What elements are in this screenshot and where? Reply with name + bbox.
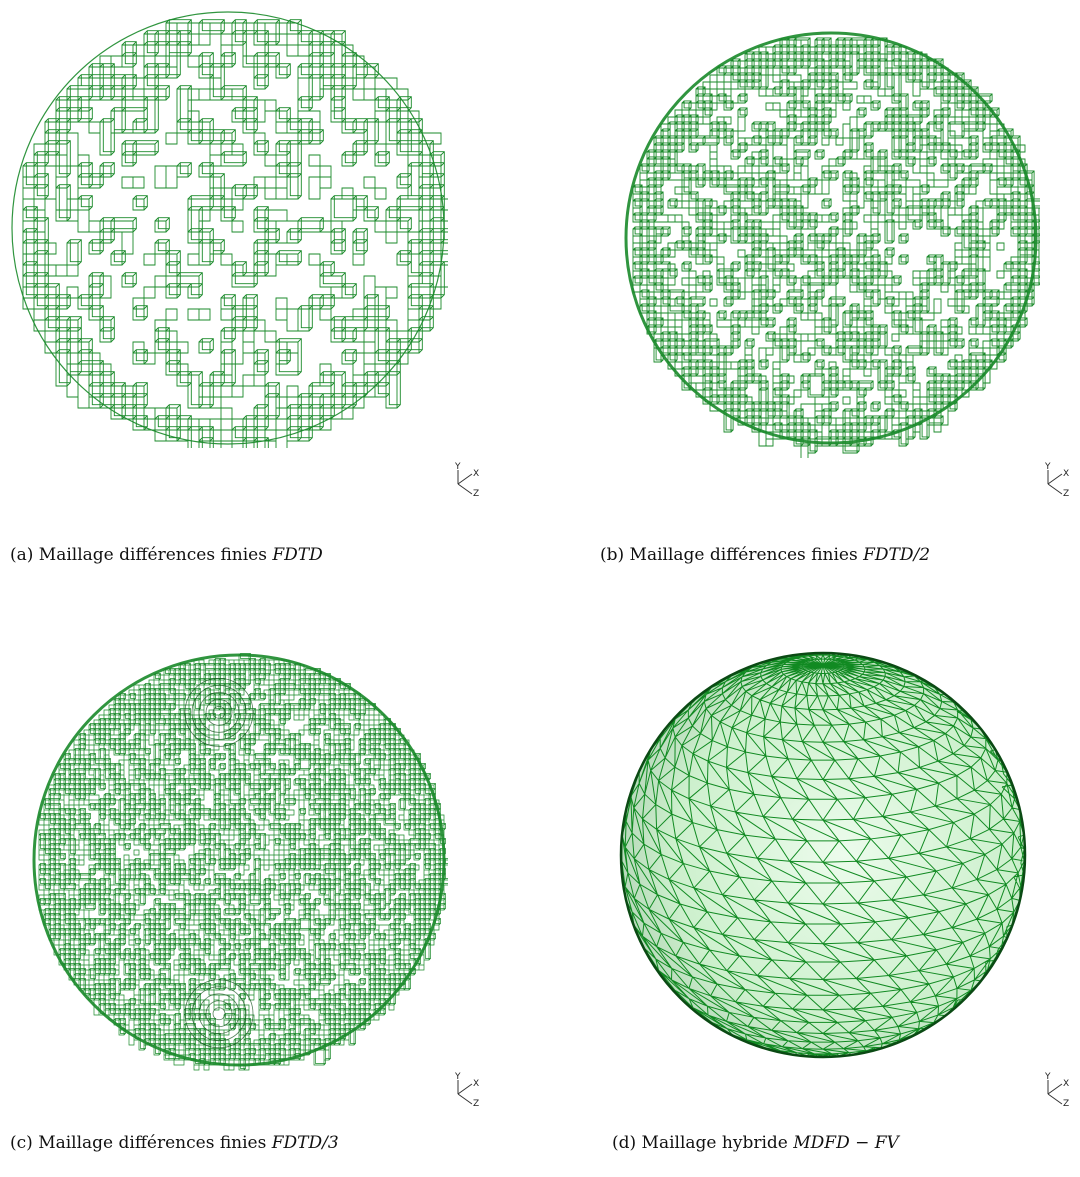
triad-label-z: Z bbox=[473, 1099, 479, 1108]
triad-axis-x bbox=[1047, 1083, 1063, 1095]
mesh-sphere-d bbox=[619, 651, 1027, 1059]
caption-c: (c) Maillage différences finies FDTD/3 bbox=[10, 1133, 339, 1153]
triad-axis-z bbox=[1047, 1093, 1063, 1105]
triangle-wireframe bbox=[621, 652, 1025, 1058]
axis-triad-c: Y X Z bbox=[454, 1072, 479, 1108]
mesh-sphere-b bbox=[624, 31, 1040, 458]
pole-ring bbox=[212, 1007, 226, 1021]
triad-label-y: Y bbox=[1044, 462, 1051, 472]
axis-triad-a: Y X Z bbox=[454, 462, 479, 498]
triad-label-y: Y bbox=[454, 1072, 461, 1082]
voxel-wireframe bbox=[38, 653, 448, 1071]
caption-b-math: FDTD/2 bbox=[863, 545, 931, 565]
axis-triad-b: Y X Z bbox=[1044, 462, 1069, 498]
pole-ring bbox=[205, 699, 233, 726]
caption-b: (b) Maillage différences finies FDTD/2 bbox=[600, 545, 931, 565]
triad-axis-x bbox=[457, 473, 473, 485]
triad-label-x: X bbox=[1063, 1079, 1069, 1089]
triad-axis-z bbox=[457, 483, 473, 495]
caption-d-math: MDFD − FV bbox=[793, 1133, 899, 1153]
pole-ring bbox=[191, 986, 247, 1042]
pole-ring bbox=[191, 685, 247, 740]
triad-axis-z bbox=[1047, 483, 1063, 495]
voxel-wireframe bbox=[22, 19, 448, 448]
triad-label-z: Z bbox=[473, 489, 479, 498]
pole-ring bbox=[212, 706, 226, 719]
pole-ring bbox=[198, 993, 240, 1035]
pole-ring bbox=[184, 678, 254, 747]
caption-c-math: FDTD/3 bbox=[271, 1133, 339, 1153]
caption-a-math: FDTD bbox=[272, 545, 323, 565]
triad-label-x: X bbox=[473, 469, 479, 479]
sphere-rim bbox=[624, 31, 1038, 445]
sphere-fill bbox=[621, 653, 1025, 1057]
triad-label-x: X bbox=[1063, 469, 1069, 479]
sphere-outline bbox=[619, 651, 1027, 1059]
pole-ring bbox=[198, 692, 240, 733]
caption-d: (d) Maillage hybride MDFD − FV bbox=[612, 1133, 899, 1153]
axis-triad-d: Y X Z bbox=[1044, 1072, 1069, 1108]
triad-label-y: Y bbox=[454, 462, 461, 472]
pole-ring bbox=[184, 979, 254, 1049]
triad-label-z: Z bbox=[1063, 1099, 1069, 1108]
caption-a: (a) Maillage différences finies FDTD bbox=[10, 545, 323, 565]
voxel-wireframe bbox=[632, 37, 1040, 458]
triad-label-y: Y bbox=[1044, 1072, 1051, 1082]
mesh-sphere-a bbox=[11, 11, 448, 448]
sphere-rim bbox=[11, 11, 445, 445]
triad-axis-x bbox=[457, 1083, 473, 1095]
sphere-rim bbox=[32, 653, 446, 1067]
mesh-sphere-c bbox=[32, 653, 448, 1071]
triad-axis-z bbox=[457, 1093, 473, 1105]
triad-label-x: X bbox=[473, 1079, 479, 1089]
triad-axis-x bbox=[1047, 473, 1063, 485]
pole-ring bbox=[205, 1000, 233, 1028]
triad-label-z: Z bbox=[1063, 489, 1069, 498]
